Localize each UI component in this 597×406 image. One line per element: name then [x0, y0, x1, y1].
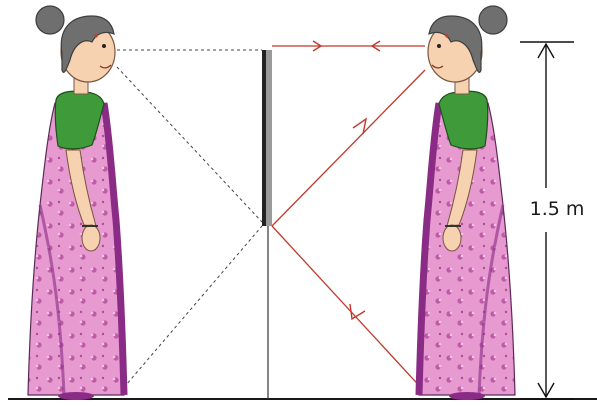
light-rays	[272, 46, 425, 392]
woman-figure-right	[419, 6, 515, 400]
ray-arrows	[313, 41, 380, 319]
plane-mirror	[262, 50, 272, 226]
construction-lines	[117, 50, 262, 392]
ray-arrow-icon	[350, 304, 365, 319]
height-label: 1.5 m	[530, 198, 585, 220]
ray-arrow-icon	[353, 119, 366, 134]
woman-figure-left	[28, 6, 124, 400]
